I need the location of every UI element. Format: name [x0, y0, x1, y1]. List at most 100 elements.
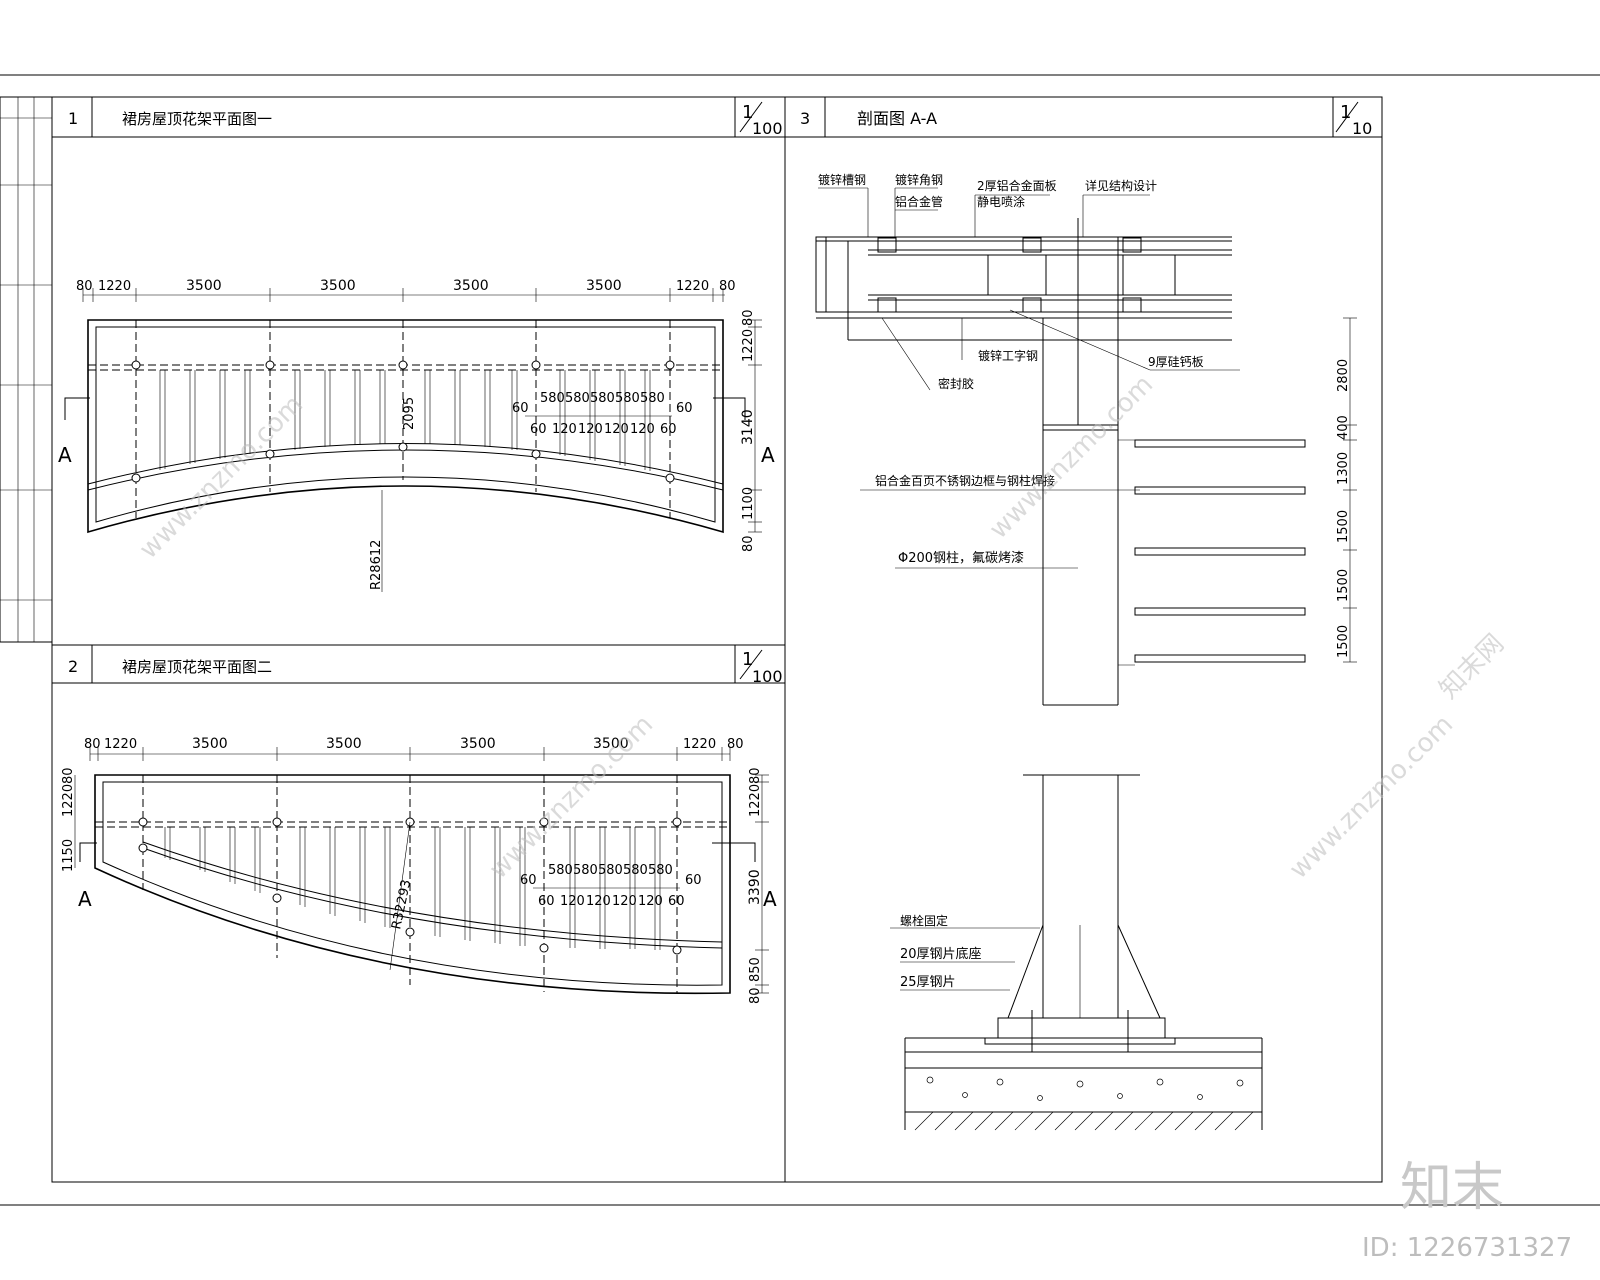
panel-2-dim-3500-d: 3500	[593, 736, 629, 752]
panel-1-slat-580-d: 580	[615, 391, 640, 406]
label-steel-plate-25: 25厚钢片	[900, 975, 956, 990]
panel-2-slat-580-a: 580	[548, 863, 573, 878]
panel-2-rdim-1220: 1220	[748, 784, 763, 817]
panel-1-slat-60-right: 60	[676, 401, 693, 416]
panel-2-slat-580-b: 580	[573, 863, 598, 878]
panel-2-ldim-1150: 1150	[61, 839, 76, 872]
panel-2-slat-60-left: 60	[520, 873, 537, 888]
panel-1-dim-3500-d: 3500	[586, 278, 622, 294]
panel-2-rdim-850: 850	[748, 957, 763, 982]
panel-2-dim-1220-left: 1220	[104, 737, 137, 752]
label-steel-base-20: 20厚钢片底座	[900, 946, 982, 962]
label-sealant: 密封胶	[938, 376, 974, 391]
panel-2-scale-num: 1	[742, 649, 753, 670]
panel-1-scale-den: 100	[752, 119, 783, 138]
drawing-frame	[51, 96, 1383, 1183]
panel-3: 3 剖面图 A-A 1 10	[785, 97, 1382, 1131]
panel-2-slat-b-120-a: 120	[560, 894, 585, 909]
panel-2-slat-b-120-b: 120	[586, 894, 611, 909]
label-galvanized-angle: 镀锌角钢	[895, 173, 943, 187]
panel-2-slat-b-120-c: 120	[612, 894, 637, 909]
panel-1-slat-b-60-left: 60	[530, 422, 547, 437]
label-bolt-fixing: 螺栓固定	[900, 913, 948, 928]
label-aluminum-panel: 2厚铝合金面板	[977, 178, 1057, 193]
panel-1-dim-1220-left: 1220	[98, 279, 131, 294]
panel-3-leaders	[818, 187, 1240, 991]
panel-1: 1 裙房屋顶花架平面图一 1 100 80 1220 3500 3500 350…	[52, 97, 785, 592]
watermark-logo: 知末	[1400, 1158, 1504, 1218]
label-steel-column: Φ200钢柱，氟碳烤漆	[898, 550, 1024, 566]
panel-2-dim-3500-b: 3500	[326, 736, 362, 752]
panel-3-roof-section	[815, 218, 1232, 426]
panel-2-arc-beam	[142, 847, 723, 949]
panel-1-section-mark-right: A	[761, 443, 775, 467]
panel-1-dim-1220-right: 1220	[676, 279, 709, 294]
panel-2-plan-outline	[94, 774, 731, 995]
panel-3-rdim-400: 400	[1336, 415, 1351, 440]
panel-2-number: 2	[68, 657, 78, 676]
panel-2-ldim-80: 80	[61, 767, 76, 784]
panel-2-dim-1220-right: 1220	[683, 737, 716, 752]
panel-1-slats	[159, 370, 651, 471]
panel-1-slat-b-120-a: 120	[552, 422, 577, 437]
panel-2-slat-b-120-d: 120	[638, 894, 663, 909]
panel-2-dim-80-left: 80	[84, 737, 101, 752]
panel-3-scale-num: 1	[1340, 102, 1351, 123]
panel-1-dim-3500-b: 3500	[320, 278, 356, 294]
panel-3-louvers	[1118, 439, 1306, 666]
watermark-brand: 知末网	[1434, 629, 1510, 705]
panel-2-slat-60-right: 60	[685, 873, 702, 888]
panel-1-arc-beam	[87, 449, 724, 491]
panel-3-rdim-1500-b: 1500	[1336, 569, 1351, 602]
panel-2: 2 裙房屋顶花架平面图二 1 100 80 1220 3500 3500 350…	[52, 645, 785, 1004]
panel-1-slat-60-left: 60	[512, 401, 529, 416]
panel-3-rdim-1500-a: 1500	[1336, 510, 1351, 543]
panel-1-slat-580-b: 580	[565, 391, 590, 406]
panel-1-rdim-80-bottom: 80	[741, 535, 756, 552]
panel-3-rdim-1300: 1300	[1336, 452, 1351, 485]
panel-2-purlins	[142, 775, 678, 993]
label-aluminum-tube: 铝合金管	[895, 194, 943, 209]
panel-2-rdim-80-top: 80	[748, 767, 763, 784]
panel-1-section-mark-left: A	[58, 443, 72, 467]
label-see-structure: 详见结构设计	[1085, 178, 1157, 193]
panel-1-dim-3500-c: 3500	[453, 278, 489, 294]
panel-2-dim-3500-a: 3500	[192, 736, 228, 752]
title-block-strip	[0, 96, 53, 643]
panel-1-slat-580-c: 580	[590, 391, 615, 406]
panel-2-rdim-3390: 3390	[747, 869, 763, 905]
panel-2-slat-b-60-left: 60	[538, 894, 555, 909]
panel-2-radius: R32293	[389, 878, 414, 930]
panel-2-title: 裙房屋顶花架平面图二	[122, 658, 272, 676]
panel-3-title: 剖面图 A-A	[857, 109, 937, 128]
panel-3-rdim-1500-c: 1500	[1336, 625, 1351, 658]
label-calcium-silicate-board: 9厚硅钙板	[1148, 355, 1204, 369]
panel-1-dim-80-left: 80	[76, 279, 93, 294]
panel-3-number: 3	[800, 109, 810, 128]
panel-1-rdim-1100: 1100	[741, 487, 756, 520]
label-electrostatic-spray: 静电喷涂	[977, 194, 1025, 209]
panel-1-plan-inner-outline	[95, 326, 716, 523]
panel-1-dim-80-right: 80	[719, 279, 736, 294]
panel-2-slats	[164, 827, 661, 950]
panel-1-slat-b-120-b: 120	[578, 422, 603, 437]
watermark-site-d: www.znzmo.com	[1284, 710, 1459, 885]
panel-2-dim-3500-c: 3500	[460, 736, 496, 752]
panel-1-slat-b-120-d: 120	[630, 422, 655, 437]
watermark-site-c: www.znzmo.com	[984, 370, 1159, 545]
panel-2-section-mark-left: A	[78, 887, 92, 911]
panel-1-slat-580-a: 580	[540, 391, 565, 406]
panel-1-mid-dim: 2095	[402, 397, 417, 430]
panel-2-ldim-1220: 1220	[61, 784, 76, 817]
panel-3-ground	[904, 1037, 1263, 1131]
panel-2-slat-580-c: 580	[598, 863, 623, 878]
panel-1-rdim-80-top: 80	[741, 309, 756, 326]
panel-3-scale-den: 10	[1352, 119, 1372, 138]
panel-2-slat-b-60-right: 60	[668, 894, 685, 909]
panel-1-slat-580-e: 580	[640, 391, 665, 406]
panel-2-scale-den: 100	[752, 667, 783, 686]
label-galvanized-i-beam: 镀锌工字钢	[978, 348, 1038, 363]
panel-2-slat-580-d: 580	[623, 863, 648, 878]
panel-2-section-mark-right: A	[763, 887, 777, 911]
